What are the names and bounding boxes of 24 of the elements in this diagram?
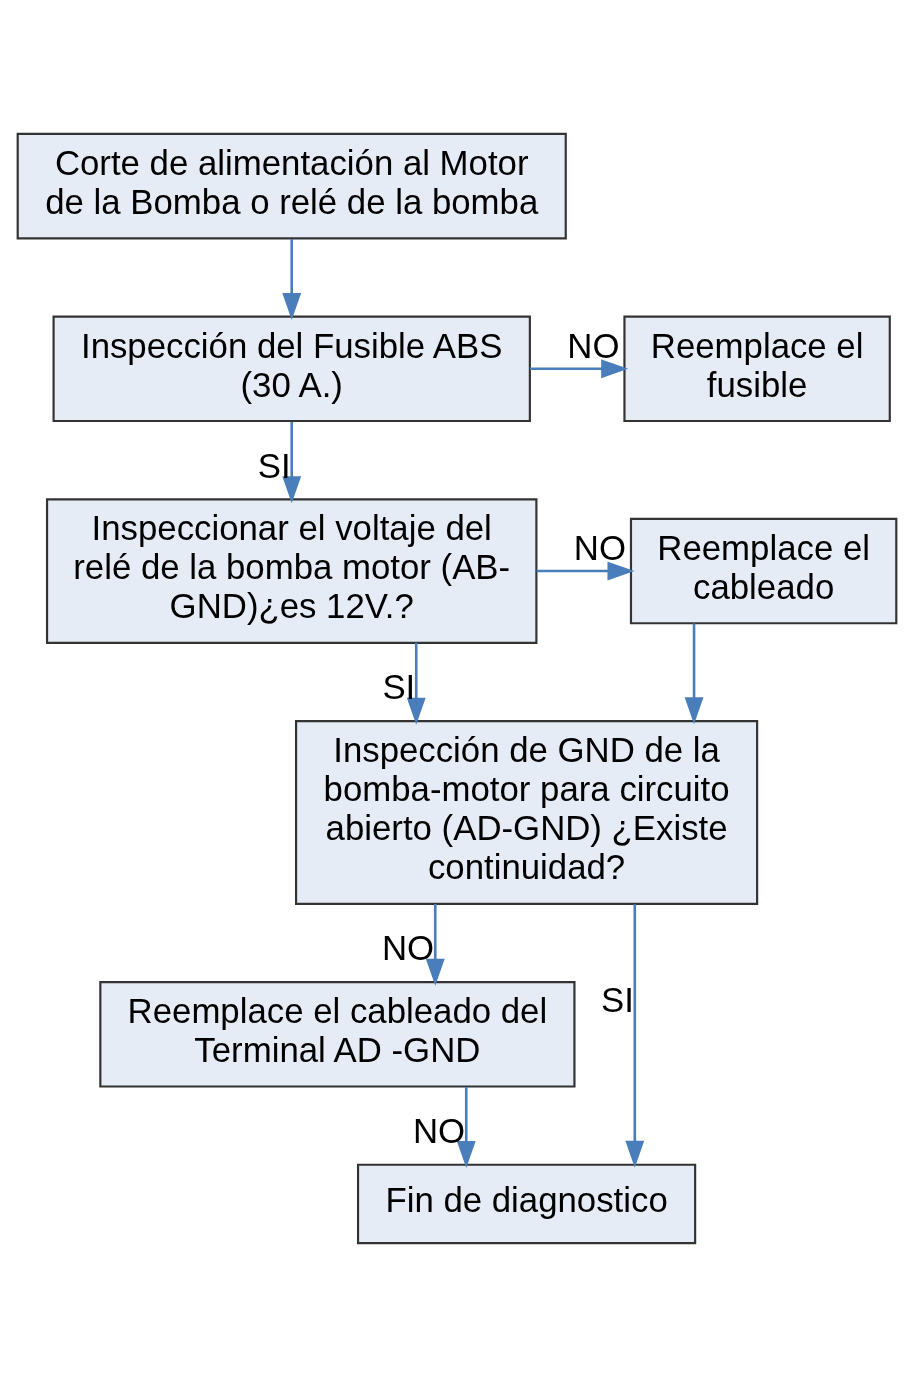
edge-label: SI — [600, 980, 634, 1019]
edge-label: SI — [257, 446, 291, 485]
arrow — [425, 903, 445, 986]
arrow — [684, 622, 703, 724]
arrow — [624, 903, 644, 1168]
arrow — [536, 561, 634, 580]
edge-label: NO — [412, 1111, 465, 1150]
node-box: Reemplace el cableado — [629, 517, 897, 624]
arrow — [529, 358, 628, 378]
node-box: Inspeccionar el voltaje del relé de la bomba motor (AB-GND)¿es 12V.? — [45, 497, 537, 644]
edge-label: NO — [573, 528, 626, 567]
node-box: Corte de alimentación al Motor de la Bomba o relé de la bomba — [16, 132, 567, 239]
arrow — [406, 642, 426, 725]
arrow — [456, 1086, 476, 1168]
edge-label: NO — [566, 326, 619, 364]
node-box: Reemplace el fusible — [622, 315, 891, 422]
arrow — [281, 238, 301, 320]
edge-label: NO — [381, 928, 434, 967]
edge-label: SI — [381, 667, 415, 706]
node-box: Inspección de GND de la bomba-motor para circuito abierto (AD-GND) ¿Existe continuidad? — [294, 719, 758, 905]
arrow — [281, 421, 301, 503]
node-box: Inspección del Fusible ABS (30 A.) — [52, 315, 531, 422]
node-box: Reemplace el cableado del Terminal AD -GND — [98, 980, 576, 1088]
node-box: Fin de diagnostico — [356, 1163, 696, 1244]
